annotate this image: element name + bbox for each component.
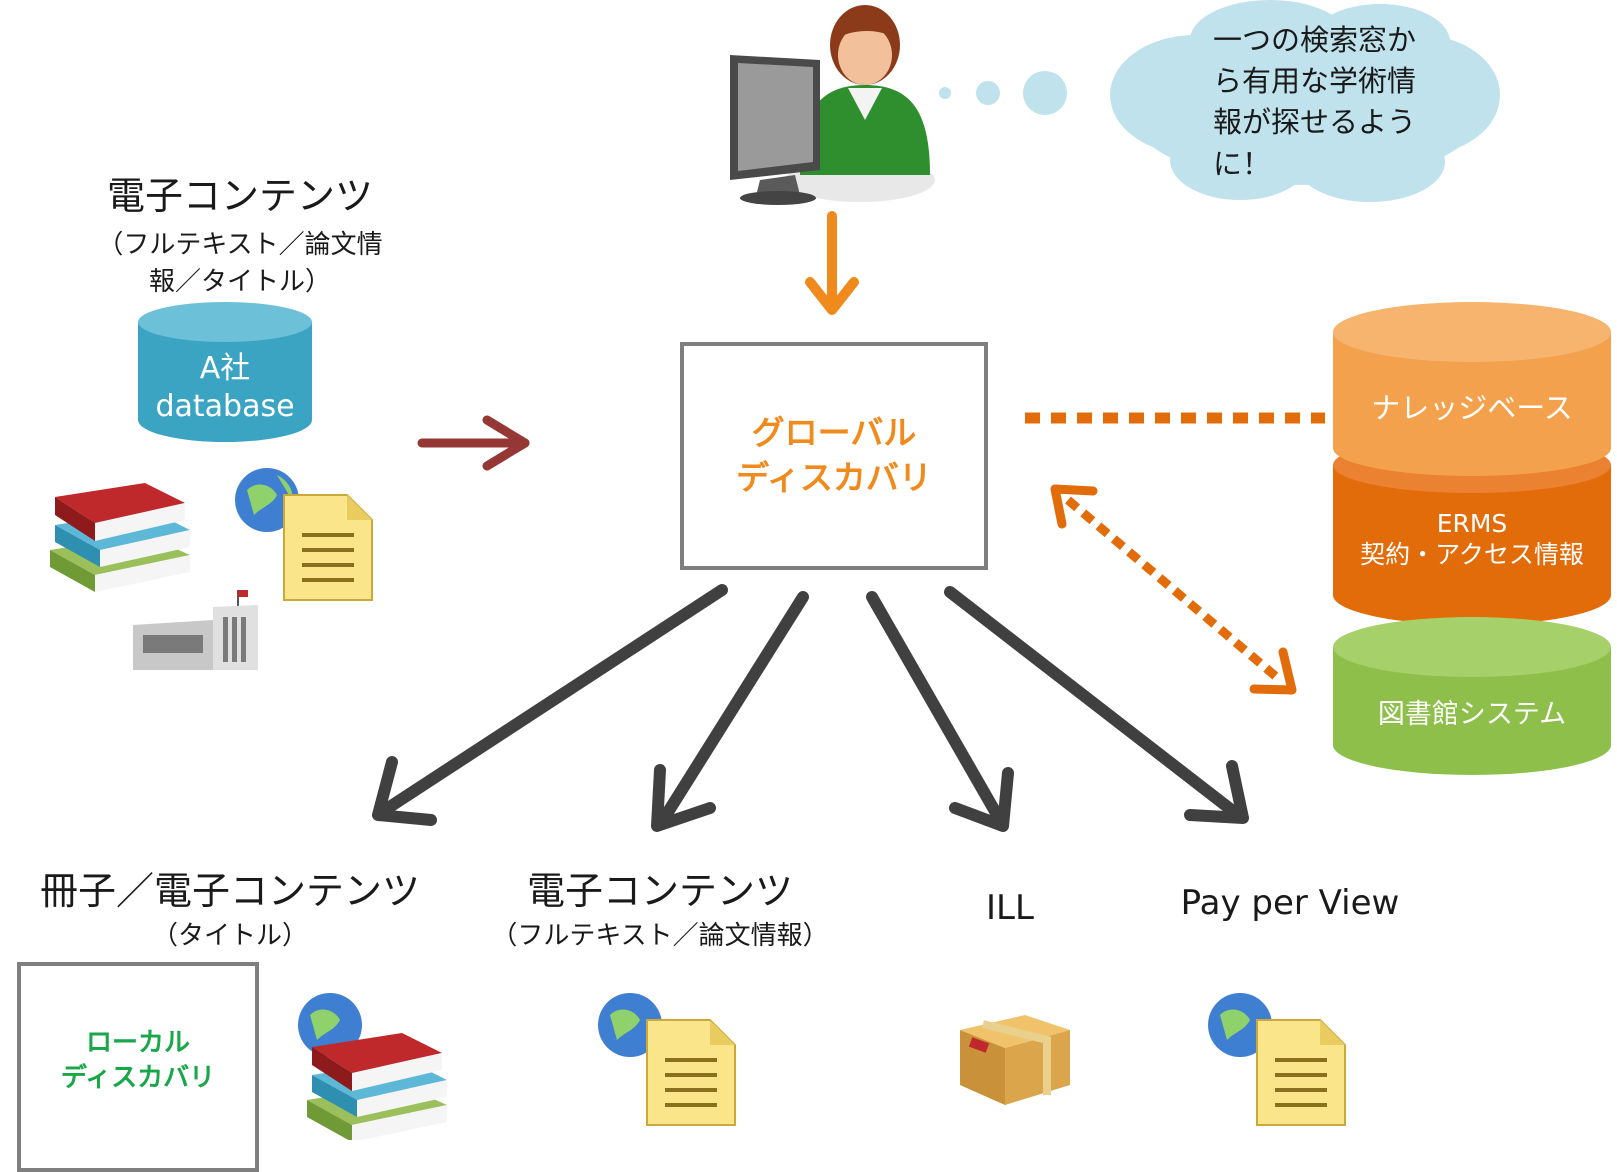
- erms-line: 契約・アクセス情報: [1360, 540, 1584, 570]
- library-system-link: [1050, 484, 1297, 695]
- local-discovery-line: ディスカバリ: [60, 1063, 216, 1094]
- left-source-title: 電子コンテンツ: [106, 174, 373, 218]
- output-econtent: 電子コンテンツ （フルテキスト／論文情報）: [460, 860, 860, 952]
- database-a-label: A社 database: [135, 350, 315, 425]
- speech-bubble-text: 一つの検索窓か ら有用な学術情 報が探せるよう に！: [1213, 20, 1416, 185]
- arrow-to-econtent: [651, 591, 809, 832]
- database-a-line: database: [155, 388, 295, 424]
- output-booklet: 冊子／電子コンテンツ （タイトル）: [30, 860, 430, 952]
- global-discovery-line: グローバル: [751, 413, 917, 453]
- database-a-line: A社: [199, 351, 251, 386]
- output-ill: ILL: [950, 888, 1070, 928]
- library-system-icon: [1333, 617, 1611, 775]
- thought-dots: [939, 71, 1067, 115]
- globe-document-icon: [598, 993, 736, 1126]
- left-source-sub: 報／タイトル）: [148, 267, 331, 297]
- knowledge-base-label: ナレッジベース: [1371, 391, 1573, 425]
- output-ill-title: ILL: [986, 888, 1034, 928]
- speech-line: に！: [1213, 146, 1272, 181]
- local-discovery-line: ローカル: [85, 1028, 190, 1058]
- speech-line: 一つの検索窓か: [1213, 23, 1417, 57]
- output-econtent-title: 電子コンテンツ: [526, 869, 793, 913]
- arrow-to-ppv: [944, 586, 1249, 824]
- output-booklet-title: 冊子／電子コンテンツ: [39, 869, 420, 913]
- erms-stack-icon: [1333, 302, 1611, 625]
- globe-document-icon: [235, 468, 373, 601]
- output-econtent-sub: （フルテキスト／論文情報）: [491, 921, 829, 951]
- arrow-to-booklet: [372, 584, 728, 826]
- source-to-discovery-arrow: [417, 415, 530, 471]
- database-a-icon: [138, 302, 312, 442]
- erms-line: ERMS: [1436, 509, 1508, 538]
- global-discovery-box: グローバル ディスカバリ: [680, 342, 988, 570]
- library-system-label: 図書館システム: [1377, 699, 1567, 730]
- books-icon: [50, 483, 190, 592]
- user-at-computer-icon: [730, 5, 935, 205]
- output-booklet-sub: （タイトル）: [151, 921, 308, 951]
- left-source-labels: 電子コンテンツ （フルテキスト／論文情 報／タイトル）: [40, 165, 440, 298]
- building-icon: [133, 590, 258, 670]
- user-to-discovery-arrow: [805, 211, 859, 315]
- output-ppv: Pay per View: [1140, 883, 1440, 923]
- globe-books-icon: [298, 993, 447, 1140]
- package-icon: [960, 1015, 1070, 1105]
- speech-line: 報が探せるよう: [1213, 105, 1417, 140]
- output-ppv-title: Pay per View: [1180, 883, 1400, 923]
- left-source-sub: （フルテキスト／論文情: [97, 230, 383, 260]
- globe-document-icon: [1208, 993, 1346, 1126]
- arrow-to-ill: [866, 591, 1014, 832]
- speech-line: ら有用な学術情: [1213, 64, 1417, 99]
- local-discovery-box: ローカル ディスカバリ: [17, 962, 259, 1172]
- speech-cloud: [1110, 0, 1500, 202]
- global-discovery-line: ディスカバリ: [736, 458, 932, 497]
- erms-label: ERMS 契約・アクセス情報: [1330, 508, 1614, 571]
